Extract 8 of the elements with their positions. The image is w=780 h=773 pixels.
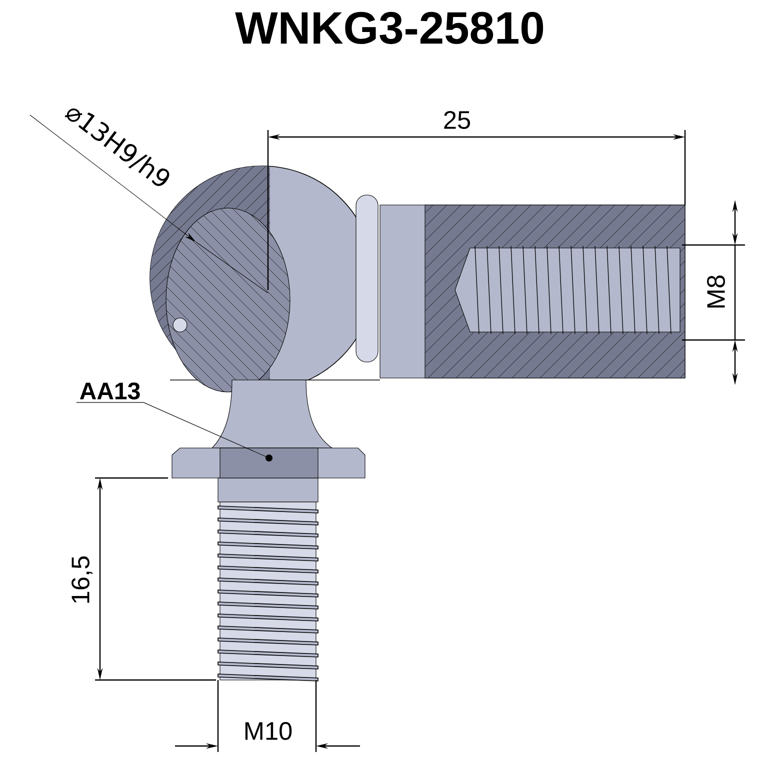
dimension-text: M10 — [245, 722, 292, 740]
dimension-text: 16,5 — [72, 556, 92, 603]
hex-face — [220, 448, 318, 478]
leader-line — [76, 402, 272, 462]
title: WNKG3-25810 — [235, 12, 544, 44]
dimension-text: 25 — [444, 111, 470, 129]
dimension-text: M8 — [707, 276, 725, 308]
callout-text: AA13 — [80, 382, 140, 400]
